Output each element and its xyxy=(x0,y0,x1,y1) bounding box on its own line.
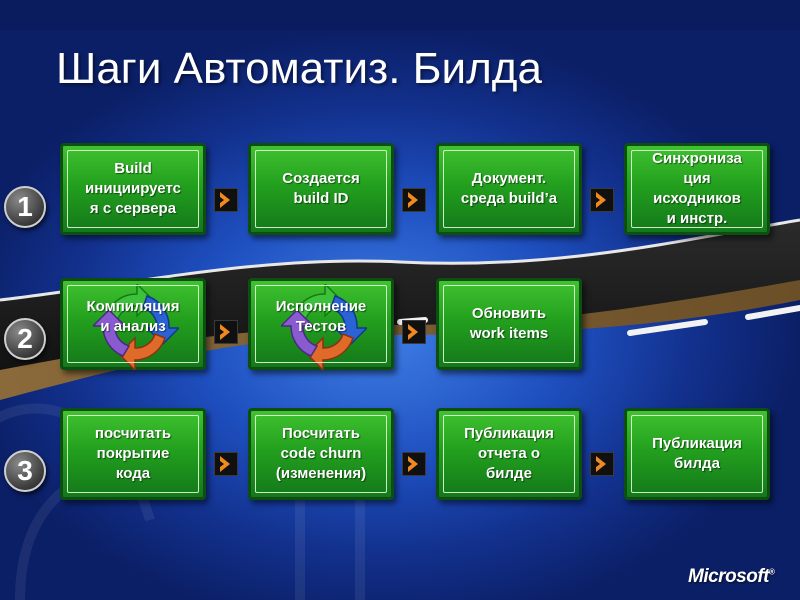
refresh-cycle-icon xyxy=(93,284,179,370)
road-dash xyxy=(627,319,708,336)
step-build-id-created: Создается build ID xyxy=(248,143,394,235)
step-publish-report: Публикация отчета о билде xyxy=(436,408,582,500)
chevron-right-icon xyxy=(214,320,238,344)
step-label: Публикация билда xyxy=(652,435,742,472)
step-inner-border xyxy=(67,285,199,363)
microsoft-logo: Microsoft® xyxy=(688,566,775,588)
refresh-cycle-icon xyxy=(281,284,367,370)
chevron-right-icon xyxy=(402,452,426,476)
step-label: Создается build ID xyxy=(282,170,360,207)
registered-mark: ® xyxy=(769,567,775,577)
chevron-right-icon xyxy=(402,320,426,344)
step-inner-border xyxy=(255,415,387,493)
step-label: Исполнение Тестов xyxy=(275,298,367,335)
step-inner-border xyxy=(631,415,763,493)
chevron-right-icon xyxy=(214,452,238,476)
step-inner-border xyxy=(67,150,199,228)
chevron-right-icon xyxy=(590,452,614,476)
step-label: посчитать покрытие кода xyxy=(94,425,172,482)
chevron-right-icon xyxy=(214,188,238,212)
step-inner-border xyxy=(443,285,575,363)
step-label: Публикация отчета о билде xyxy=(464,425,554,482)
step-label: Обновить work items xyxy=(469,305,549,342)
step-code-coverage: посчитать покрытие кода xyxy=(60,408,206,500)
step-label: Build инициируетс я с сервера xyxy=(85,160,181,217)
step-inner-border xyxy=(443,415,575,493)
step-number-1: 1 xyxy=(4,186,46,228)
step-update-work-items: Обновить work items xyxy=(436,278,582,370)
step-label: Компиляция и анализ xyxy=(86,298,180,335)
step-label: Документ. среда build’a xyxy=(460,170,558,207)
step-number-2: 2 xyxy=(4,318,46,360)
logo-text: Microsoft xyxy=(688,566,770,587)
step-number-3: 3 xyxy=(4,450,46,492)
step-inner-border xyxy=(631,150,763,228)
step-publish-build: Публикация билда xyxy=(624,408,770,500)
step-label: Синхрониза ция исходников и инстр. xyxy=(652,150,742,227)
step-inner-border xyxy=(255,285,387,363)
slide-title: Шаги Автоматиз. Билда xyxy=(56,44,542,93)
step-sync-sources: Синхрониза ция исходников и инстр. xyxy=(624,143,770,235)
step-inner-border xyxy=(443,150,575,228)
step-run-tests: Исполнение Тестов xyxy=(248,278,394,370)
step-code-churn: Посчитать code churn (изменения) xyxy=(248,408,394,500)
step-inner-border xyxy=(67,415,199,493)
step-inner-border xyxy=(255,150,387,228)
step-build-environment: Документ. среда build’a xyxy=(436,143,582,235)
road-dash xyxy=(745,305,800,320)
step-build-initiated: Build инициируетс я с сервера xyxy=(60,143,206,235)
step-label: Посчитать code churn (изменения) xyxy=(275,425,367,482)
chevron-right-icon xyxy=(590,188,614,212)
chevron-right-icon xyxy=(402,188,426,212)
step-compile-analyze: Компиляция и анализ xyxy=(60,278,206,370)
